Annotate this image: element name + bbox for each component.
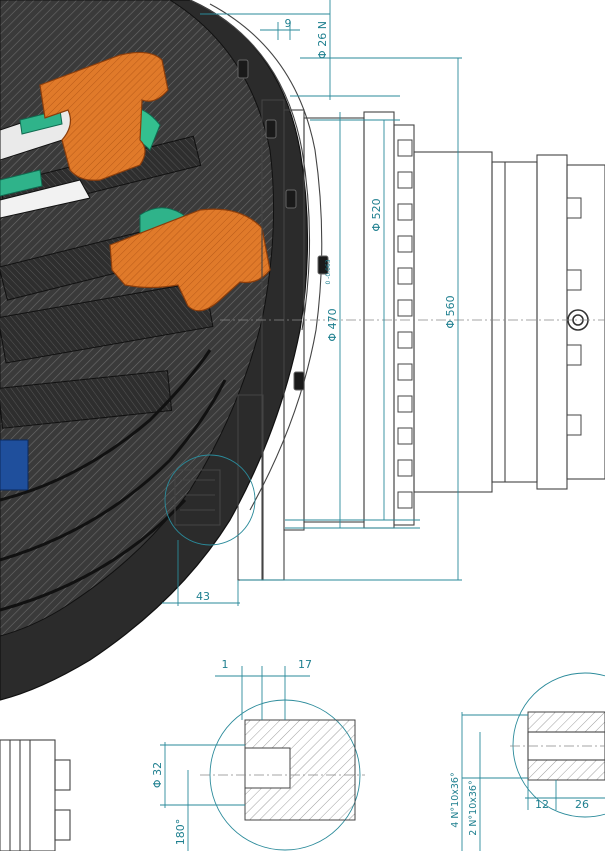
dim-26: 26 (575, 798, 589, 811)
bolt-ring (397, 139, 413, 509)
dim-180deg: 180° (174, 819, 187, 846)
dimension-labels: Φ 26 N 9 Φ 520 Φ 470 0 -0.063 Φ 560 43 1… (151, 17, 589, 845)
dim-phi32: Φ 32 (151, 762, 164, 788)
blue-seal (0, 439, 29, 491)
planet-carrier-upper (39, 51, 169, 181)
dim-12: 12 (535, 798, 549, 811)
detail-view-b (461, 672, 605, 851)
detail-view-left-stub (0, 739, 71, 851)
dim-17: 17 (298, 658, 312, 671)
dim-phi470-tolerance: 0 -0.063 (325, 259, 332, 284)
dim-phi470: Φ 470 (326, 308, 339, 341)
detail-view-a (160, 666, 365, 851)
rim-bolts (237, 59, 329, 391)
dim-1: 1 (222, 658, 229, 671)
dim-phi520: Φ 520 (370, 198, 383, 231)
dim-spline-2: 2 N°10x36° (468, 780, 479, 835)
gearbox-cutaway (0, 0, 329, 701)
planet-carrier-lower (109, 208, 271, 312)
dim-phi560: Φ 560 (444, 295, 457, 328)
dim-phi26: Φ 26 N (316, 21, 329, 59)
dimension-lines (162, 0, 462, 606)
dim-spline-4: 4 N°10x36° (450, 772, 461, 827)
dim-9: 9 (285, 17, 292, 30)
dim-43: 43 (196, 590, 210, 603)
